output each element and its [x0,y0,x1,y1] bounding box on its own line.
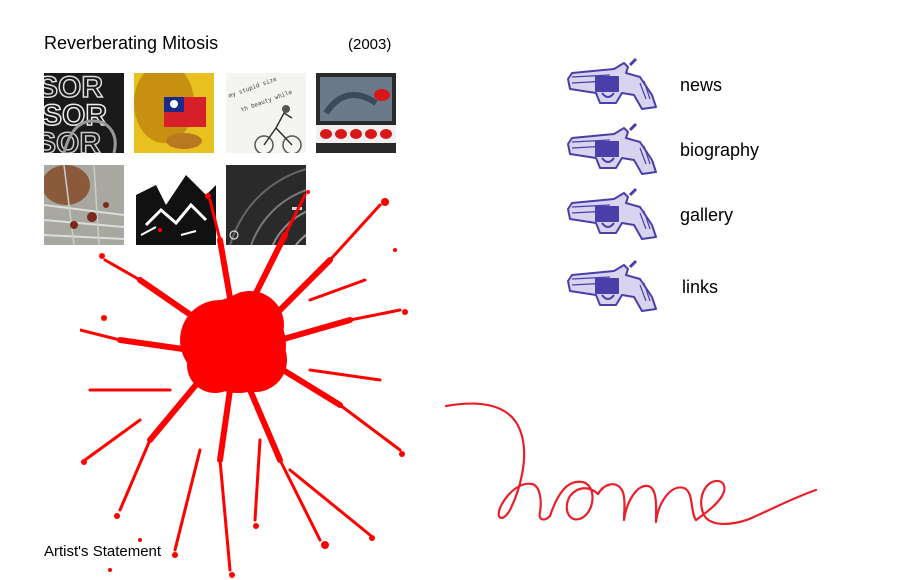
thumbnail-7[interactable] [226,165,306,245]
page-title: Reverberating Mitosis [44,33,219,53]
revolver-icon [567,259,657,312]
svg-text:SOR: SOR [44,73,103,104]
red-splatter-image [80,190,408,578]
artists-statement-link[interactable]: Artist's Statement [44,543,162,560]
revolver-icon [567,57,657,110]
thumbnail-6[interactable] [136,165,216,245]
year-label: (2003) [348,36,392,53]
nav-label-biography: biography [680,140,760,160]
revolver-icon [567,122,657,175]
revolver-icon [567,187,657,240]
nav-label-links: links [682,277,719,297]
thumbnail-3[interactable]: my stupid size th beauty while [226,73,306,153]
nav-item-links[interactable]: links [560,257,800,317]
nav-item-news[interactable]: news [560,55,800,115]
nav-label-gallery: gallery [680,205,734,225]
thumbnail-1[interactable]: SOR SOR SOR [44,73,124,153]
home-link[interactable]: home [440,400,820,535]
nav-item-biography[interactable]: biography [560,120,800,180]
thumbnail-2[interactable] [134,73,214,153]
thumbnail-5[interactable] [44,165,124,245]
thumbnail-4[interactable] [316,73,396,153]
nav-item-gallery[interactable]: gallery [560,185,800,245]
nav-label-news: news [680,75,723,95]
